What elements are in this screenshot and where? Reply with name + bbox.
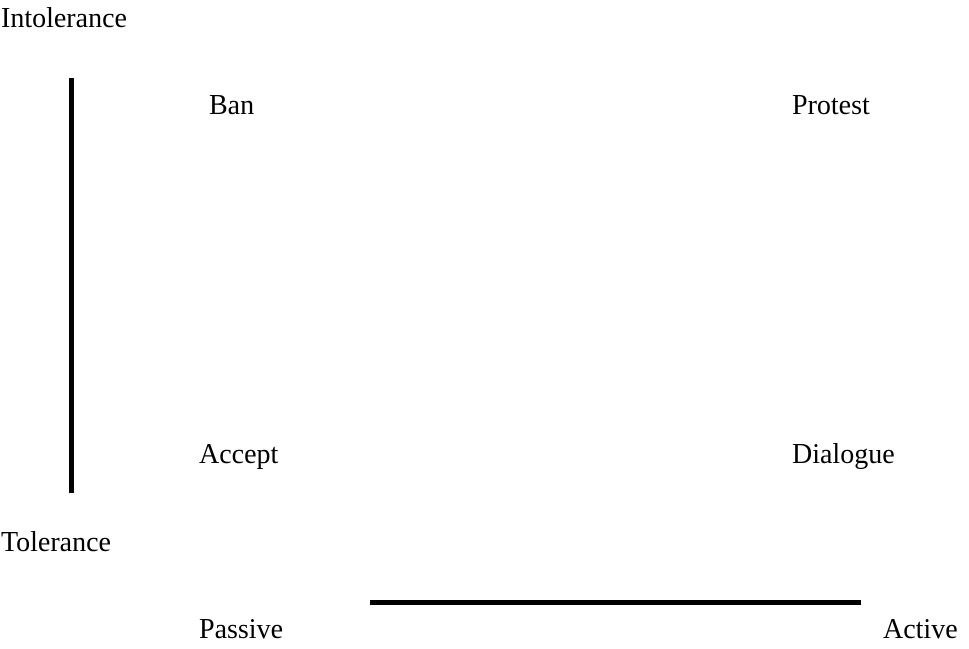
quadrant-top-right-label: Protest	[792, 90, 870, 121]
horizontal-axis-line	[370, 600, 861, 605]
quadrant-bottom-left-label: Accept	[199, 439, 279, 470]
quadrant-bottom-right-label: Dialogue	[792, 439, 895, 470]
quadrant-top-left-label: Ban	[209, 90, 255, 121]
vertical-axis-top-label: Intolerance	[1, 3, 127, 34]
horizontal-axis-left-label: Passive	[199, 614, 283, 645]
horizontal-axis-right-label: Active	[883, 614, 958, 645]
vertical-axis-line	[69, 78, 74, 493]
vertical-axis-bottom-label: Tolerance	[1, 527, 111, 558]
